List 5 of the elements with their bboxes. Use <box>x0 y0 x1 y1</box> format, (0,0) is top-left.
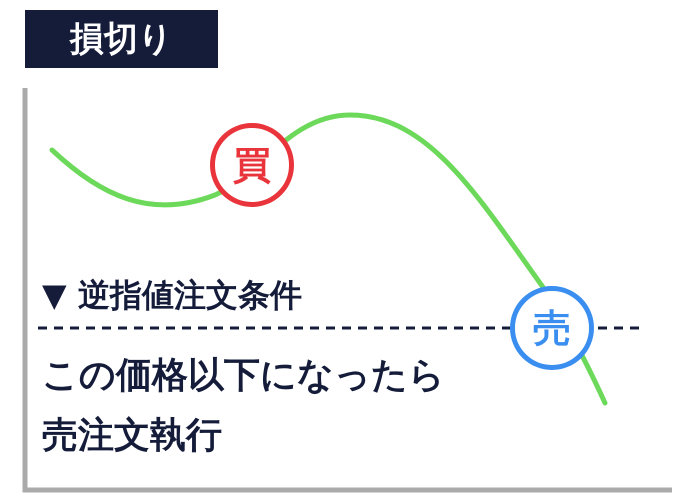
signal-label: 買 <box>233 142 271 188</box>
signal-label: 売 <box>533 304 571 352</box>
condition-text: この価格以下になったら売注文執行 <box>42 354 446 458</box>
condition-heading: ▼ 逆指値注文条件 <box>42 275 303 316</box>
title: 損切り <box>25 10 218 68</box>
